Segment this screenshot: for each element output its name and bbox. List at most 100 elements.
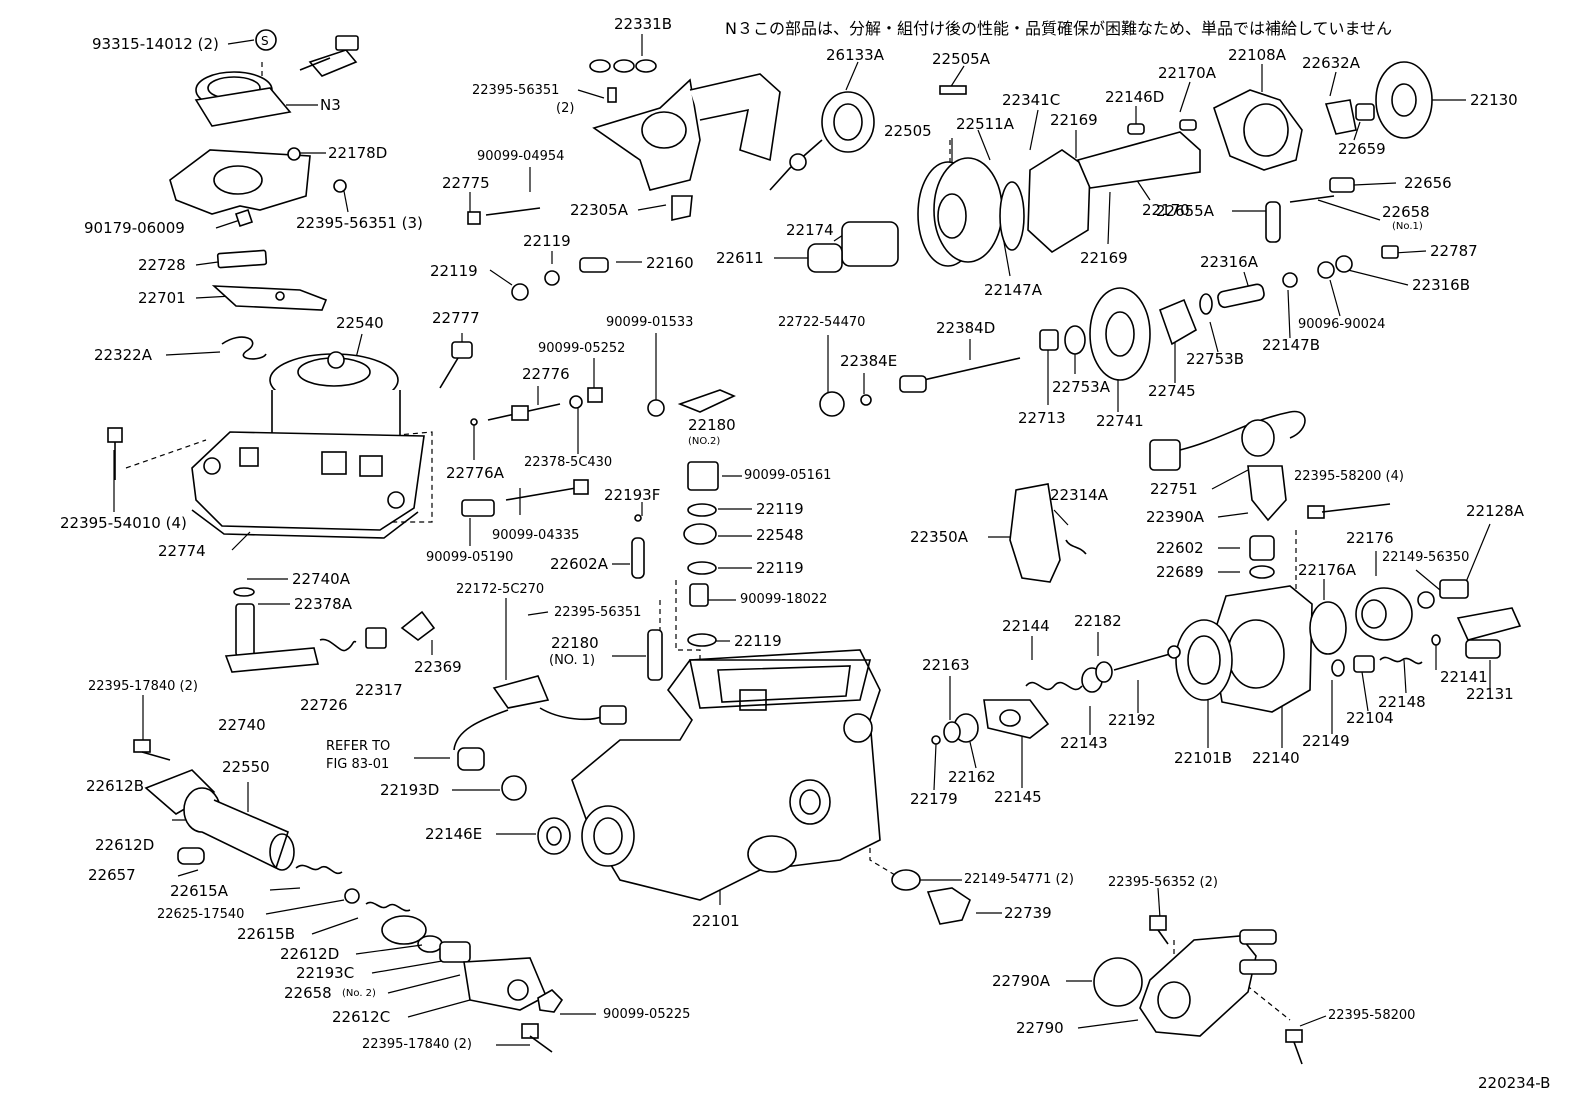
part-label[interactable]: 22149-56350 <box>1382 550 1470 565</box>
part-label[interactable]: 22395-54010 (4) <box>60 514 187 532</box>
part-label[interactable]: 22144 <box>1002 617 1050 635</box>
part-label[interactable]: 22170 <box>1142 201 1190 219</box>
part-label[interactable]: 22655A <box>1156 202 1214 220</box>
part-label[interactable]: 22145 <box>994 788 1042 806</box>
part-label[interactable]: 22740A <box>292 570 350 588</box>
part-label[interactable]: 22550 <box>222 758 270 776</box>
part-label[interactable]: 22753A <box>1052 378 1110 396</box>
part-label[interactable]: 22774 <box>158 542 206 560</box>
part-label[interactable]: 22149-54771 (2) <box>964 872 1074 887</box>
part-label[interactable]: 22658 <box>1382 203 1430 221</box>
part-label[interactable]: 22658 <box>284 984 332 1002</box>
part-label[interactable]: 90099-05161 <box>744 468 832 483</box>
part-label[interactable]: 22192 <box>1108 711 1156 729</box>
part-label[interactable]: 22753B <box>1186 350 1245 368</box>
part-label[interactable]: 22751 <box>1150 480 1198 498</box>
part-label[interactable]: 22395-56352 (2) <box>1108 875 1218 890</box>
part-label[interactable]: 22169 <box>1080 249 1128 267</box>
part-label[interactable]: 22615B <box>237 925 296 943</box>
reference-note[interactable]: REFER TO <box>326 739 391 754</box>
part-label[interactable]: 22316B <box>1412 276 1471 294</box>
part-label[interactable]: 90099-05225 <box>603 1007 691 1022</box>
part-label[interactable]: 22390A <box>1146 508 1204 526</box>
part-label[interactable]: 22131 <box>1466 685 1514 703</box>
part-label[interactable]: 22141 <box>1440 668 1488 686</box>
part-label[interactable]: 22548 <box>756 526 804 544</box>
part-label[interactable]: 22777 <box>432 309 480 327</box>
part-label[interactable]: 22602 <box>1156 539 1204 557</box>
part-label[interactable]: 22331B <box>614 15 673 33</box>
part-label[interactable]: 22790 <box>1016 1019 1064 1037</box>
part-label[interactable]: 22395-17840 (2) <box>88 679 198 694</box>
part-label[interactable]: 22713 <box>1018 409 1066 427</box>
part-label[interactable]: 22787 <box>1430 242 1478 260</box>
reference-note[interactable]: FIG 83-01 <box>326 757 390 772</box>
part-label-sub[interactable]: (NO. 1) <box>549 653 596 668</box>
part-label[interactable]: 90099-05252 <box>538 341 626 356</box>
part-label[interactable]: 22108A <box>1228 46 1286 64</box>
part-label[interactable]: 22317 <box>355 681 403 699</box>
part-label[interactable]: 22625-17540 <box>157 907 245 922</box>
part-label[interactable]: 22395-58200 (4) <box>1294 469 1404 484</box>
part-label[interactable]: 22143 <box>1060 734 1108 752</box>
part-label[interactable]: 22776 <box>522 365 570 383</box>
part-label[interactable]: 22160 <box>646 254 694 272</box>
part-label[interactable]: 22395-56351 <box>554 605 642 620</box>
part-label[interactable]: 22172-5C270 <box>456 582 545 597</box>
part-label[interactable]: 22505A <box>932 50 990 68</box>
part-label[interactable]: 22350A <box>910 528 968 546</box>
part-label[interactable]: 22602A <box>550 555 608 573</box>
part-label[interactable]: 90099-04335 <box>492 528 580 543</box>
part-label[interactable]: 22101B <box>1174 749 1233 767</box>
part-label[interactable]: 22395-58200 <box>1328 1008 1416 1023</box>
part-label[interactable]: 22540 <box>336 314 384 332</box>
part-label[interactable]: 22193C <box>296 964 355 982</box>
part-label[interactable]: 90179-06009 <box>84 219 185 237</box>
part-label[interactable]: N3 <box>320 96 341 114</box>
part-label[interactable]: 22314A <box>1050 486 1108 504</box>
part-label[interactable]: 22140 <box>1252 749 1300 767</box>
part-label[interactable]: 22659 <box>1338 140 1386 158</box>
part-label[interactable]: 22193F <box>604 486 661 504</box>
part-label[interactable]: 22146E <box>425 825 483 843</box>
part-label[interactable]: 22174 <box>786 221 834 239</box>
part-label[interactable]: 22179 <box>910 790 958 808</box>
part-label[interactable]: 22322A <box>94 346 152 364</box>
part-label[interactable]: 22384D <box>936 319 996 337</box>
part-label[interactable]: 90099-01533 <box>606 315 694 330</box>
part-label[interactable]: 22148 <box>1378 693 1426 711</box>
part-label[interactable]: 22632A <box>1302 54 1360 72</box>
part-label[interactable]: 22612D <box>95 836 155 854</box>
part-label[interactable]: 22193D <box>380 781 440 799</box>
part-label[interactable]: 90099-05190 <box>426 550 514 565</box>
part-label[interactable]: 22149 <box>1302 732 1350 750</box>
part-label[interactable]: 22615A <box>170 882 228 900</box>
part-label[interactable]: 22689 <box>1156 563 1204 581</box>
part-label[interactable]: 22726 <box>300 696 348 714</box>
part-label[interactable]: 22176 <box>1346 529 1394 547</box>
part-label[interactable]: 22119 <box>756 559 804 577</box>
part-label[interactable]: 22147A <box>984 281 1042 299</box>
part-label[interactable]: 90099-04954 <box>477 149 565 164</box>
part-label[interactable]: 22745 <box>1148 382 1196 400</box>
part-label[interactable]: 22790A <box>992 972 1050 990</box>
part-label[interactable]: 22101 <box>692 912 740 930</box>
part-label[interactable]: 22384E <box>840 352 898 370</box>
part-label[interactable]: 90096-90024 <box>1298 317 1386 332</box>
part-label[interactable]: 22378-5C430 <box>524 455 613 470</box>
part-label[interactable]: 22776A <box>446 464 504 482</box>
part-label[interactable]: 22104 <box>1346 709 1394 727</box>
part-label[interactable]: 22305A <box>570 201 628 219</box>
part-label[interactable]: 22169 <box>1050 111 1098 129</box>
part-label[interactable]: 22341C <box>1002 91 1061 109</box>
part-label[interactable]: 22505 <box>884 122 932 140</box>
part-label[interactable]: 22722-54470 <box>778 315 866 330</box>
part-label[interactable]: 22656 <box>1404 174 1452 192</box>
part-label[interactable]: 26133A <box>826 46 884 64</box>
part-label[interactable]: 22612D <box>280 945 340 963</box>
part-label[interactable]: 22739 <box>1004 904 1052 922</box>
part-label[interactable]: 22701 <box>138 289 186 307</box>
part-label[interactable]: 22130 <box>1470 91 1518 109</box>
part-label[interactable]: 22511A <box>956 115 1014 133</box>
part-label[interactable]: 22378A <box>294 595 352 613</box>
